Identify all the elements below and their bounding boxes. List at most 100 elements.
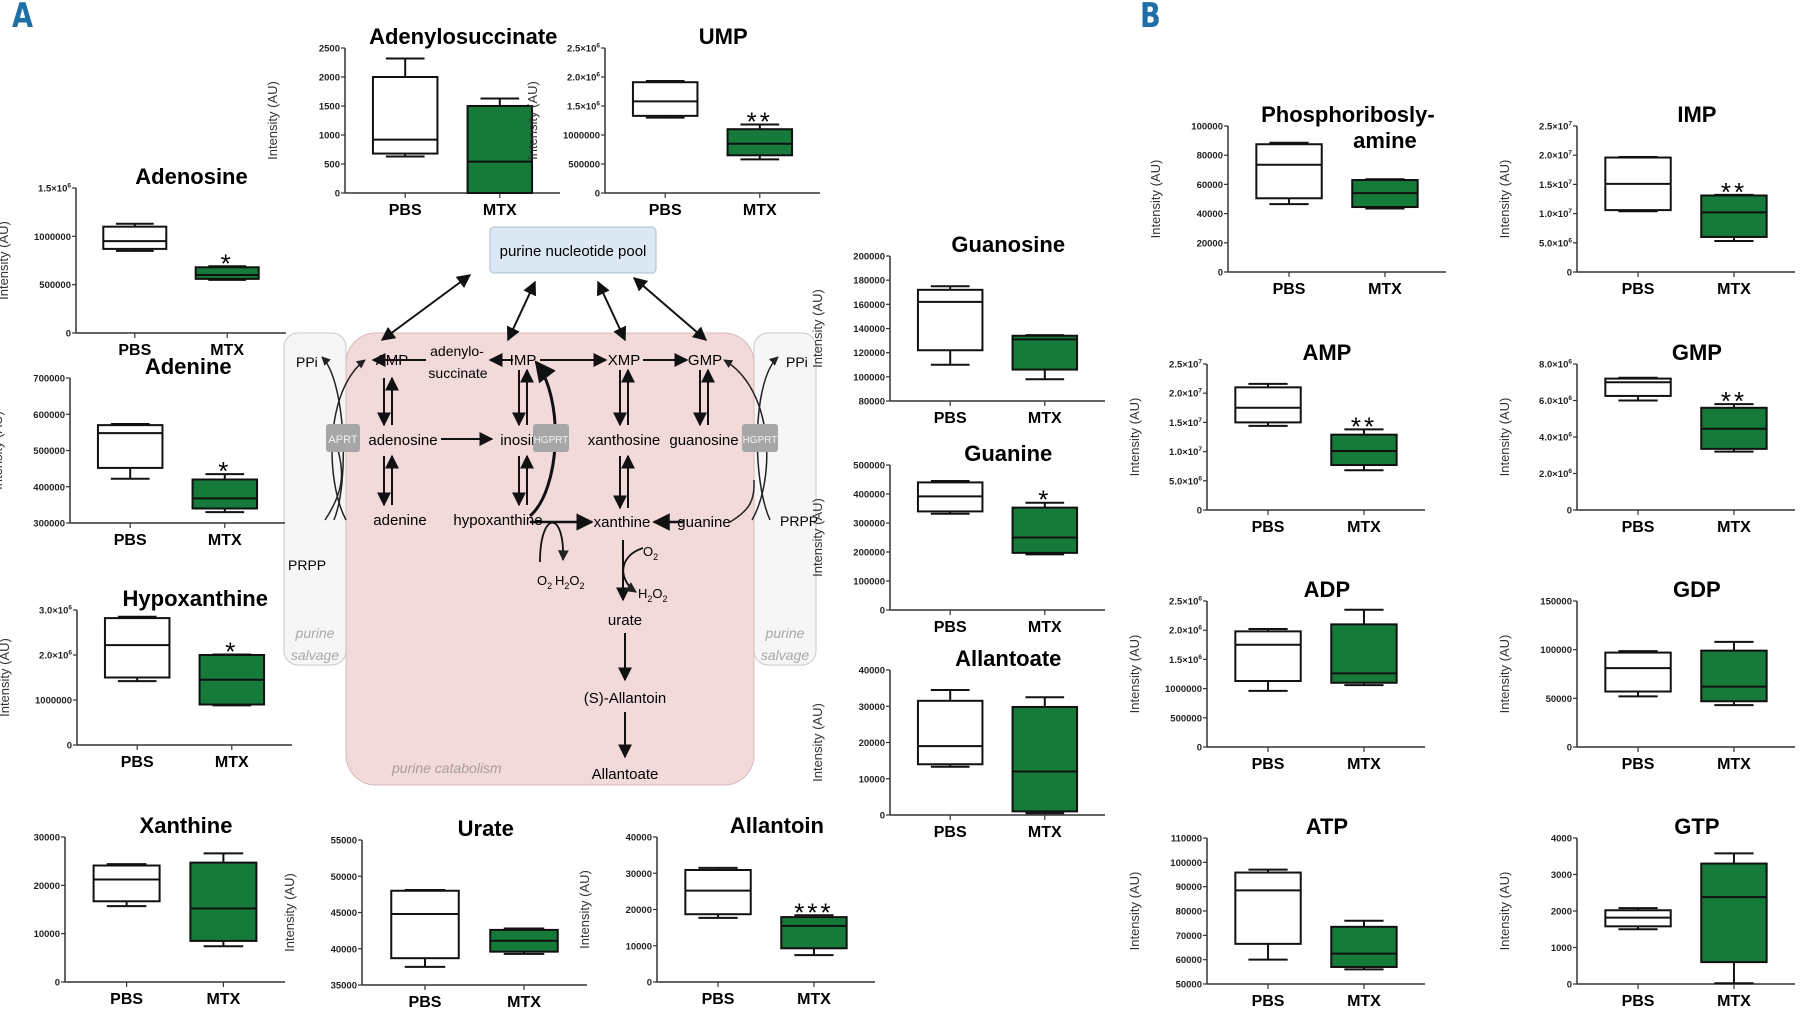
y-tick-label: 400000 [33, 482, 65, 493]
box-iqr [1234, 871, 1302, 945]
box-mtx [194, 265, 260, 281]
x-tick-label: PBS [1622, 993, 1655, 1010]
significance-marker: ** [1721, 386, 1747, 416]
box-iqr [1011, 506, 1079, 554]
box-iqr [1330, 433, 1398, 467]
y-tick-label: 500000 [33, 446, 65, 457]
box-iqr [103, 617, 171, 679]
y-tick-label: 50000 [331, 872, 357, 883]
label-h2o2-a: H2O2 [555, 573, 585, 591]
y-tick-label: 2.0×106 [39, 650, 72, 662]
y-tick-label: 2.5×107 [1169, 359, 1202, 371]
x-tick-label: PBS [649, 202, 682, 219]
box-pbs [1604, 155, 1672, 213]
box-pbs [1234, 382, 1302, 427]
node-xanthine: xanthine [594, 514, 651, 531]
box-iqr [684, 868, 752, 916]
box-iqr [191, 478, 259, 510]
y-tick-label: 1000 [1551, 943, 1572, 954]
box-mtx [726, 123, 794, 161]
y-tick-label: 1.5×107 [1169, 417, 1202, 429]
significance-marker: ** [1351, 411, 1377, 441]
y-tick-label: 40000 [1197, 209, 1223, 220]
y-tick-label: 160000 [853, 300, 885, 311]
chart-title: Allantoin [730, 813, 824, 838]
chart-title: AMP [1302, 340, 1351, 365]
y-tick-label: 2000 [1551, 907, 1572, 918]
box-iqr [1234, 630, 1302, 683]
y-tick-label: 180000 [853, 276, 885, 287]
y-tick-label: 100000 [1191, 122, 1223, 133]
y-tick-label: 60000 [1197, 180, 1223, 191]
label-ppi-left: PPi [296, 354, 318, 370]
y-tick-label: 3000 [1551, 870, 1572, 881]
x-tick-label: PBS [702, 991, 735, 1008]
box-plot-xanthine: XanthineIntensity (AU)0100002000030000PB… [34, 813, 285, 1008]
box-iqr [726, 128, 794, 157]
significance-marker: * [218, 456, 231, 486]
box-pbs [1604, 650, 1672, 698]
box-mtx [1330, 428, 1398, 472]
box-iqr [1011, 705, 1079, 813]
y-tick-label: 500000 [568, 160, 600, 171]
y-tick-label: 0 [1218, 268, 1223, 279]
box-mtx [189, 852, 258, 948]
enzyme-aprt: APRT [328, 434, 357, 446]
x-tick-label: MTX [215, 754, 249, 771]
y-tick-label: 8.0×106 [1539, 359, 1572, 371]
box-iqr [92, 864, 161, 903]
y-axis-label: Intensity (AU) [1497, 160, 1512, 239]
chart-title: Adenylosuccinate [369, 24, 557, 49]
x-tick-label: MTX [210, 342, 244, 359]
y-axis-label: Intensity (AU) [1497, 398, 1512, 477]
y-tick-label: 0 [66, 329, 71, 340]
box-pbs [1234, 868, 1302, 961]
label-prpp-right: PRPP [780, 513, 818, 529]
y-tick-label: 1.0×107 [1169, 446, 1202, 458]
y-tick-label: 1000 [319, 131, 340, 142]
y-tick-label: 0 [1567, 980, 1572, 991]
x-tick-label: PBS [114, 532, 147, 549]
y-tick-label: 80000 [859, 397, 885, 408]
y-axis-label: Intensity (AU) [0, 411, 5, 490]
y-tick-label: 120000 [853, 348, 885, 359]
catabolism-region [345, 332, 755, 786]
y-tick-label: 10000 [34, 929, 60, 940]
box-mtx [1700, 193, 1768, 243]
x-tick-label: MTX [208, 532, 242, 549]
y-tick-label: 200000 [853, 548, 885, 559]
box-iqr [1011, 334, 1079, 371]
significance-marker: ** [747, 107, 773, 137]
y-tick-label: 600000 [33, 410, 65, 421]
box-pbs [371, 57, 439, 158]
x-tick-label: MTX [1028, 824, 1062, 841]
y-axis-label: Intensity (AU) [1127, 398, 1142, 477]
box-mtx [1011, 501, 1079, 556]
chart-title: Hypoxanthine [123, 586, 268, 611]
x-tick-label: PBS [389, 202, 422, 219]
x-tick-label: PBS [934, 410, 967, 427]
box-mtx [198, 653, 266, 707]
node-gmp: GMP [688, 352, 722, 369]
x-tick-label: PBS [1252, 756, 1285, 773]
box-pbs [631, 80, 699, 119]
box-pbs [1604, 907, 1672, 931]
box-iqr [1604, 651, 1672, 693]
y-tick-label: 0 [335, 189, 340, 200]
x-tick-label: PBS [1622, 756, 1655, 773]
x-tick-label: MTX [1028, 410, 1062, 427]
y-tick-label: 400000 [853, 490, 885, 501]
box-pbs [916, 285, 984, 366]
x-tick-label: MTX [1347, 993, 1381, 1010]
y-axis-label: Intensity (AU) [577, 870, 592, 949]
box-iqr [189, 861, 258, 942]
node-adenylosuccinate-1: adenylo- [430, 343, 484, 359]
x-tick-label: PBS [121, 754, 154, 771]
y-tick-label: 300000 [853, 519, 885, 530]
